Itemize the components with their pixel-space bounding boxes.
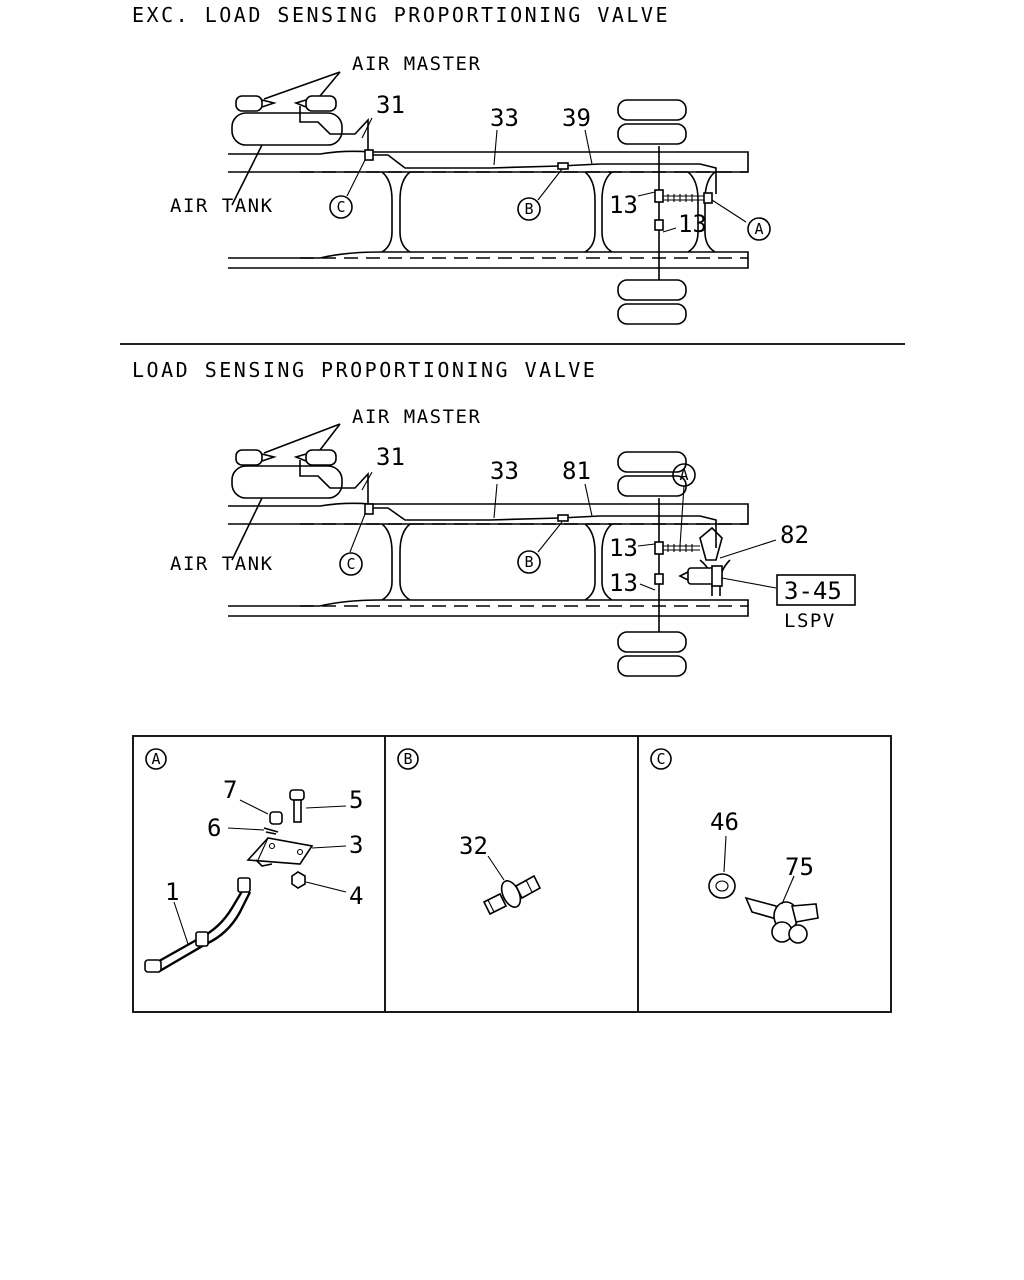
- callout-c-top: C: [329, 195, 353, 219]
- detail-a-part-7: 7: [223, 776, 237, 804]
- detail-a-part-6: 6: [207, 814, 221, 842]
- section-lspv: LOAD SENSING PROPORTIONING VALVE AIR TAN…: [132, 358, 856, 677]
- part-13-lower-top: 13: [678, 210, 707, 238]
- detail-b-part-32: 32: [459, 832, 488, 860]
- air-master-label-bottom: AIR MASTER: [352, 406, 481, 428]
- section-title-lspv: LOAD SENSING PROPORTIONING VALVE: [132, 358, 597, 382]
- part-82-bottom: 82: [780, 521, 809, 549]
- detail-a-part-1: 1: [165, 878, 179, 906]
- svg-text:B: B: [524, 553, 533, 571]
- detail-a-part-4: 4: [349, 882, 363, 910]
- detail-c-header: C: [650, 748, 672, 770]
- svg-text:3-45: 3-45: [784, 577, 842, 605]
- tires-bottom: [617, 451, 687, 677]
- callout-a-bottom: A: [672, 463, 696, 487]
- detail-panel-a: A: [144, 748, 363, 974]
- part-31-bottom: 31: [376, 443, 405, 471]
- svg-text:B: B: [524, 200, 533, 218]
- lspv-valve: [678, 526, 723, 587]
- lspv-label: LSPV: [784, 610, 836, 632]
- detail-a-header: A: [145, 748, 167, 770]
- callout-b-top: B: [517, 197, 541, 221]
- air-master-top: AIR MASTER: [235, 53, 481, 112]
- part-33-bottom: 33: [490, 457, 519, 485]
- section-title-exc-lspv: EXC. LOAD SENSING PROPORTIONING VALVE: [132, 3, 670, 27]
- detail-b-header: B: [397, 748, 419, 770]
- air-master-label-top: AIR MASTER: [352, 53, 481, 75]
- svg-text:A: A: [679, 466, 688, 484]
- tee-fitting-75: [744, 896, 819, 944]
- part-33-top: 33: [490, 104, 519, 132]
- part-81-bottom: 81: [562, 457, 591, 485]
- part-13-lower-bottom: 13: [609, 569, 638, 597]
- air-tank-bottom: AIR TANK: [170, 465, 343, 575]
- part-13-upper-top: 13: [609, 191, 638, 219]
- reference-box-3-45[interactable]: 3-45: [776, 574, 856, 606]
- detail-a-part-5: 5: [349, 786, 363, 814]
- svg-text:C: C: [346, 555, 355, 573]
- svg-text:A: A: [754, 220, 763, 238]
- part-39-top: 39: [562, 104, 591, 132]
- union-fitting-32: [482, 874, 542, 916]
- detail-c-part-46: 46: [710, 808, 739, 836]
- callout-b-bottom: B: [517, 550, 541, 574]
- detail-panel-b: B 32: [397, 748, 542, 916]
- detail-panels: A: [132, 735, 892, 1013]
- callout-c-bottom: C: [339, 552, 363, 576]
- callout-a-top: A: [747, 217, 771, 241]
- part-13-upper-bottom: 13: [609, 534, 638, 562]
- nut-46: [708, 873, 736, 899]
- svg-text:C: C: [336, 198, 345, 216]
- svg-text:C: C: [656, 750, 665, 768]
- tires-top: [617, 99, 687, 325]
- air-tank-label-top: AIR TANK: [170, 195, 274, 217]
- air-tank-top: AIR TANK: [170, 112, 343, 217]
- air-master-bottom: AIR MASTER: [235, 406, 481, 466]
- air-tank-label-bottom: AIR TANK: [170, 553, 274, 575]
- part-31-top: 31: [376, 91, 405, 119]
- detail-a-part-3: 3: [349, 831, 363, 859]
- chassis-frame-bottom: [228, 502, 749, 617]
- detail-c-part-75: 75: [785, 853, 814, 881]
- section-exc-lspv: EXC. LOAD SENSING PROPORTIONING VALVE AI…: [132, 3, 771, 325]
- svg-text:A: A: [151, 750, 160, 768]
- detail-panel-c: C 46 75: [650, 748, 819, 944]
- svg-text:B: B: [403, 750, 412, 768]
- chassis-frame-top: [228, 150, 749, 269]
